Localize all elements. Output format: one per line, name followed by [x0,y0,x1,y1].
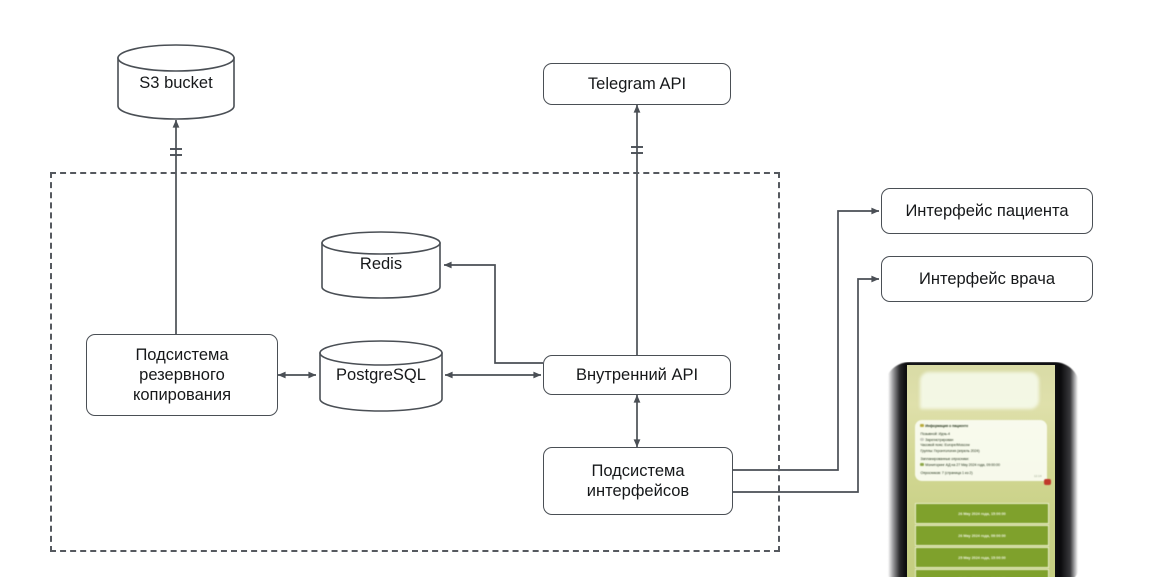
chat-bubble-top [919,371,1040,410]
node-doctor-interface[interactable]: Интерфейс врача [881,256,1093,302]
date-button[interactable]: 26 May 2024 года, 15:00:00 [915,503,1049,524]
node-interface-subsystem[interactable]: Подсистема интерфейсов [543,447,733,515]
phone-screen: Информация о пациенте Позывной: Идчь-4 З… [906,365,1056,577]
node-patient-interface[interactable]: Интерфейс пациента [881,188,1093,234]
node-internal-api[interactable]: Внутренний API [543,355,731,395]
card-line-groups: Группы: Геронтология (апрель 2024) [920,449,980,454]
info-icon [920,424,924,428]
check-icon [920,462,924,467]
card-footer: Опросников: 7 (страница 1 из 2) [920,470,973,475]
node-redis-label: Redis [359,255,403,273]
node-telegram-api[interactable]: Telegram API [543,63,731,105]
node-internal-api-label: Внутренний API [575,365,699,384]
card-line-registered: Зарегистрирован [920,438,1041,444]
node-s3-bucket[interactable]: S3 bucket [116,44,236,120]
unread-badge [1043,479,1051,486]
phone-screenshot: Информация о пациенте Позывной: Идчь-4 З… [884,362,1080,577]
card-section-title: Запланированные опросники: [920,457,970,462]
node-postgresql-label: PostgreSQL [336,366,426,384]
node-patient-interface-label: Интерфейс пациента [905,201,1069,220]
date-button[interactable]: 26 May 2024 года, 09:00:00 [915,525,1049,546]
node-doctor-interface-label: Интерфейс врача [918,269,1056,288]
node-interface-subsystem-label: Подсистема интерфейсов [586,461,690,500]
date-button[interactable]: 25 May 2024 года, 15:00:00 [915,547,1049,568]
message-timestamp: 12:14 [1034,474,1042,479]
patient-info-card: Информация о пациенте Позывной: Идчь-4 З… [915,420,1051,486]
date-button[interactable]: 25 May 2024 года, 09:00:00 [915,569,1049,577]
node-postgresql[interactable]: PostgreSQL [318,340,444,412]
node-telegram-api-label: Telegram API [587,74,687,93]
card-scheduled-item: Мониторинг АД на 27 May 2024 года, 09:00… [920,463,1041,469]
node-backup-subsystem[interactable]: Подсистема резервного копирования [86,334,278,416]
status-dot-icon [920,438,924,442]
card-line-callsign: Позывной: Идчь-4 [920,432,950,437]
node-backup-subsystem-label: Подсистема резервного копирования [132,345,232,405]
card-line-timezone: Часовой пояс: Europe/Moscow [920,443,970,448]
card-header: Информация о пациенте [920,424,1041,430]
node-redis[interactable]: Redis [320,231,442,299]
node-s3-bucket-label: S3 bucket [139,74,213,92]
